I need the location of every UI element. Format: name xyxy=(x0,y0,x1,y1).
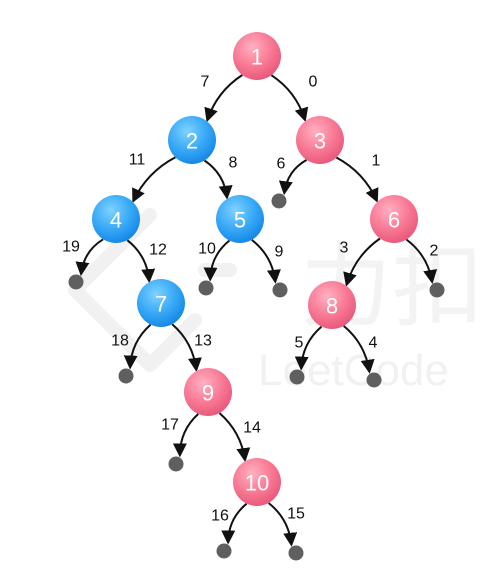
node-circle xyxy=(216,195,264,243)
null-leaf xyxy=(118,368,134,384)
edge-label: 10 xyxy=(198,241,216,258)
tree-node-9: 9 xyxy=(184,368,232,416)
edge-n6-nil6b xyxy=(405,238,438,284)
null-leaf xyxy=(272,282,288,298)
tree-node-6: 6 xyxy=(370,195,418,243)
edge-n1-n3 xyxy=(270,74,309,123)
edge-n5-nil5b xyxy=(251,239,281,284)
edge-n10-nil10a xyxy=(221,502,248,545)
edge-label: 9 xyxy=(275,244,284,261)
tree-node-10: 10 xyxy=(233,458,281,506)
node-label: 5 xyxy=(234,208,246,233)
edge-n4-nil4a xyxy=(75,238,104,277)
edge-n1-n2 xyxy=(204,74,243,123)
tree-node-3: 3 xyxy=(296,116,344,164)
leaves-layer xyxy=(68,193,445,561)
edge-label: 5 xyxy=(295,335,304,352)
null-leaf xyxy=(288,545,304,561)
tree-node-1: 1 xyxy=(233,32,281,80)
edge-n4-n7 xyxy=(126,239,156,284)
node-label: 4 xyxy=(110,208,122,233)
edge-n9-n10 xyxy=(218,412,251,463)
null-leaf xyxy=(366,372,382,388)
edge-label: 6 xyxy=(277,156,286,173)
node-label: 10 xyxy=(245,471,269,496)
edge-label: 11 xyxy=(129,152,146,169)
edge-n5-nil5a xyxy=(203,239,231,282)
edge-label: 18 xyxy=(111,333,129,350)
tree-node-8: 8 xyxy=(308,281,356,329)
edge-label: 0 xyxy=(309,74,318,91)
node-label: 8 xyxy=(326,294,338,319)
edge-n2-n4 xyxy=(132,156,176,203)
leetcode-watermark: 力扣 LeetCode xyxy=(68,208,484,395)
edge-label: 15 xyxy=(287,506,305,523)
edge-label: 1 xyxy=(372,153,381,170)
edge-label: 13 xyxy=(194,333,212,350)
edge-n9-nil9a xyxy=(172,413,199,458)
edge-n10-nil10b xyxy=(267,502,298,547)
node-circle xyxy=(137,279,185,327)
edge-labels-layer: 7 0 11 8 6 1 19 12 10 9 3 2 18 13 5 4 17 14 16 15 xyxy=(62,74,438,525)
node-label: 9 xyxy=(202,381,214,406)
node-label: 6 xyxy=(388,208,400,233)
edge-n7-nil7a xyxy=(123,323,152,370)
node-label: 1 xyxy=(251,45,263,70)
node-circle xyxy=(184,368,232,416)
edge-label: 4 xyxy=(369,335,378,352)
null-leaf xyxy=(216,543,232,559)
edge-n7-n9 xyxy=(171,323,202,372)
node-circle xyxy=(233,32,281,80)
null-leaf xyxy=(68,274,84,290)
edge-label: 17 xyxy=(161,417,179,434)
node-circle xyxy=(370,195,418,243)
null-leaf xyxy=(271,193,287,209)
edge-label: 3 xyxy=(340,240,349,257)
edge-n8-nil8b xyxy=(343,325,375,374)
edge-label: 8 xyxy=(229,155,238,172)
edge-n2-n5 xyxy=(203,159,233,200)
edge-n8-nil8a xyxy=(294,325,323,371)
node-circle xyxy=(92,195,140,243)
node-circle xyxy=(296,116,344,164)
null-leaf xyxy=(168,456,184,472)
tree-node-4: 4 xyxy=(92,195,140,243)
edges-layer xyxy=(75,74,438,547)
edge-label: 12 xyxy=(149,242,167,259)
tree-node-5: 5 xyxy=(216,195,264,243)
null-leaf xyxy=(198,280,214,296)
node-label: 7 xyxy=(155,292,167,317)
edge-label: 2 xyxy=(430,243,439,260)
edge-label: 16 xyxy=(211,508,229,525)
tree-node-2: 2 xyxy=(168,116,216,164)
edge-n3-n6 xyxy=(335,156,379,203)
node-label: 2 xyxy=(186,129,198,154)
tree-node-7: 7 xyxy=(137,279,185,327)
edge-n3-nil3a xyxy=(278,159,308,196)
edge-label: 19 xyxy=(62,239,80,256)
node-label: 3 xyxy=(314,129,326,154)
watermark-en-text: LeetCode xyxy=(258,346,449,395)
edge-n6-n8 xyxy=(343,237,381,287)
edge-label: 7 xyxy=(201,74,210,91)
node-circle xyxy=(233,458,281,506)
node-circle xyxy=(308,281,356,329)
edge-label: 14 xyxy=(243,420,261,437)
node-circle xyxy=(168,116,216,164)
null-leaf xyxy=(289,369,305,385)
null-leaf xyxy=(429,282,445,298)
